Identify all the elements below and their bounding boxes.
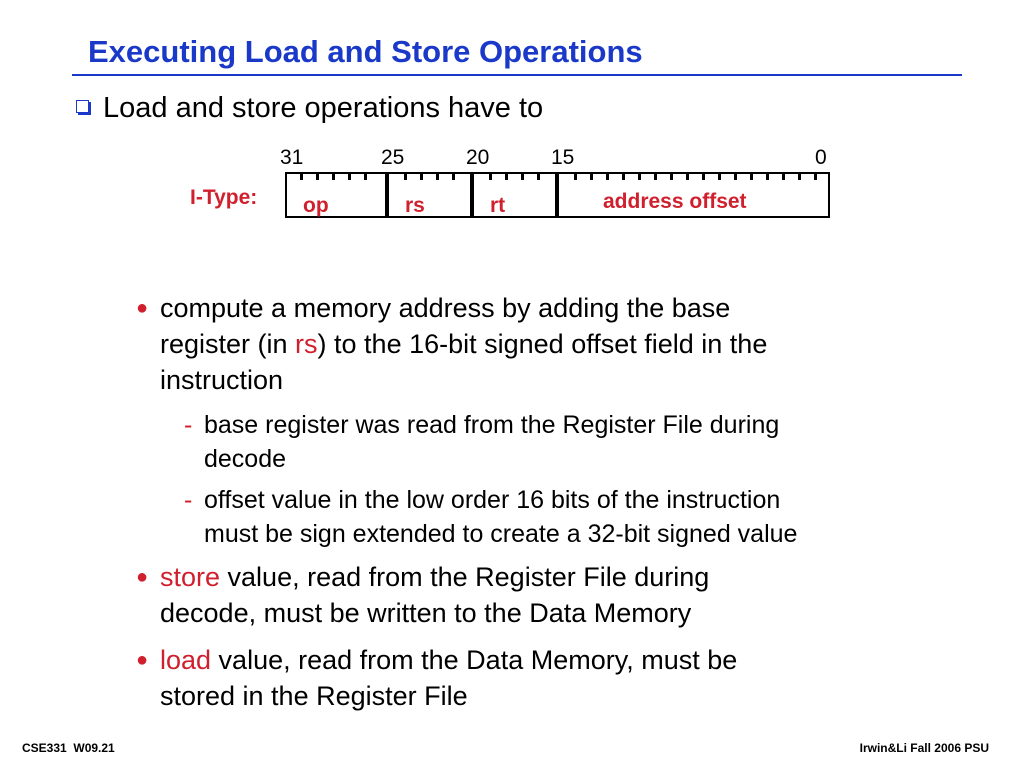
sub-text-line: offset value in the low order 16 bits of… bbox=[204, 486, 781, 514]
sub-text-line: must be sign extended to create a 32-bit… bbox=[204, 520, 798, 548]
field-address-offset: address offset bbox=[603, 190, 747, 213]
bit-31-label: 31 bbox=[280, 146, 304, 169]
bullet-dot-icon: ● bbox=[136, 566, 149, 588]
title-underline bbox=[72, 74, 962, 76]
bullet-text-line: decode, must be written to the Data Memo… bbox=[160, 598, 692, 628]
intro-line: Load and store operations have to bbox=[76, 92, 543, 125]
text-run: value, read from the Register File durin… bbox=[220, 562, 710, 592]
sub-bullet-offset-value: - offset value in the low order 16 bits … bbox=[184, 483, 798, 551]
bit-0-label: 0 bbox=[815, 146, 827, 169]
bit-15-label: 15 bbox=[551, 146, 575, 169]
dash-bullet-icon: - bbox=[184, 486, 193, 514]
bullet-text-line: load value, read from the Data Memory, m… bbox=[160, 642, 737, 678]
bullet-text-line: instruction bbox=[160, 365, 284, 395]
text-run: register (in bbox=[160, 329, 296, 359]
store-keyword: store bbox=[160, 562, 221, 592]
bullet-store-value: ● store value, read from the Register Fi… bbox=[136, 559, 709, 631]
rs-highlight: rs bbox=[295, 329, 318, 359]
field-op: op bbox=[303, 194, 329, 217]
dash-bullet-icon: - bbox=[184, 411, 193, 439]
itype-label: I-Type: bbox=[190, 186, 258, 209]
sub-text-line: decode bbox=[204, 445, 287, 473]
bullet-text-line: compute a memory address by adding the b… bbox=[160, 293, 731, 323]
slide-title: Executing Load and Store Operations bbox=[88, 34, 643, 69]
field-divider bbox=[470, 172, 474, 218]
bullet-text-line: store value, read from the Register File… bbox=[160, 559, 709, 595]
footer-credit: Irwin&Li Fall 2006 PSU bbox=[859, 741, 989, 755]
bullet-text-line: stored in the Register File bbox=[160, 681, 468, 711]
bit-25-label: 25 bbox=[381, 146, 405, 169]
sub-text-line: base register was read from the Register… bbox=[204, 411, 780, 439]
checkbox-bullet-icon bbox=[76, 99, 89, 113]
field-rt: rt bbox=[490, 194, 506, 217]
bullet-load-value: ● load value, read from the Data Memory,… bbox=[136, 642, 737, 714]
text-run: value, read from the Data Memory, must b… bbox=[211, 645, 738, 675]
itype-format-box: op rs rt address offset bbox=[285, 172, 830, 218]
sub-bullet-base-register: - base register was read from the Regist… bbox=[184, 408, 780, 476]
bit-20-label: 20 bbox=[466, 146, 490, 169]
text-run: ) to the 16-bit signed offset field in t… bbox=[317, 329, 768, 359]
field-divider bbox=[385, 172, 389, 218]
bullet-dot-icon: ● bbox=[136, 649, 149, 671]
bullet-dot-icon: ● bbox=[136, 297, 149, 319]
field-divider bbox=[555, 172, 559, 218]
bullet-text-line: register (in rs) to the 16-bit signed of… bbox=[160, 326, 767, 362]
bit-tick-marks bbox=[300, 174, 817, 180]
field-rs: rs bbox=[405, 194, 425, 217]
intro-text: Load and store operations have to bbox=[103, 92, 544, 124]
bullet-compute-address: ● compute a memory address by adding the… bbox=[136, 290, 767, 398]
footer-course-code: CSE331 W09.21 bbox=[22, 741, 115, 755]
load-keyword: load bbox=[160, 645, 212, 675]
